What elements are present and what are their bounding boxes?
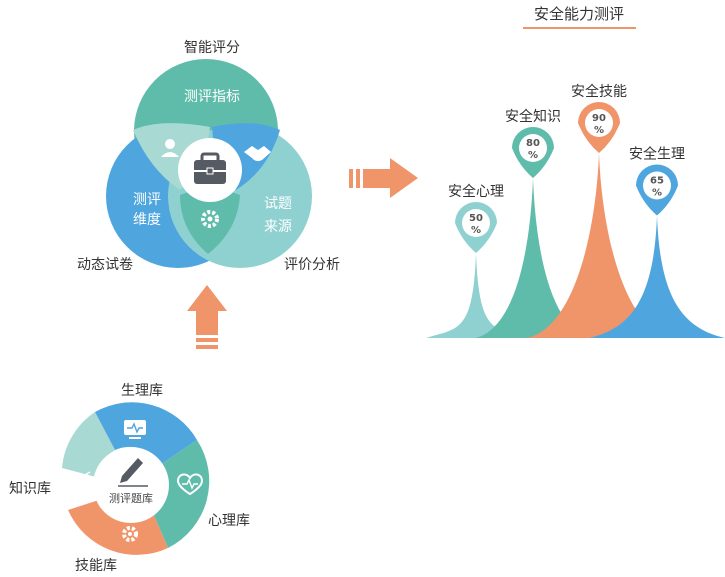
pin-unit: % xyxy=(652,188,662,199)
chart: 安全能力测评 50% 安全心理 80% 安全知识 90% 安全技能 65% 安全生理 xyxy=(426,5,725,338)
venn-left-outer-label: 动态试卷 xyxy=(77,257,133,273)
pin-1: 50% 安全心理 xyxy=(448,183,504,253)
category-label: 安全生理 xyxy=(629,146,685,163)
venn-top-label: 智能评分 xyxy=(184,40,240,56)
pencil-icon xyxy=(118,458,148,487)
pin-inner xyxy=(462,209,490,237)
pin-unit: % xyxy=(471,225,481,236)
category-label: 安全知识 xyxy=(505,108,561,125)
library-cycle: 测评题库 生理库 心理库 技能库 知识库 xyxy=(9,383,250,574)
user-icon xyxy=(161,139,179,157)
chart-title: 安全能力测评 xyxy=(534,5,624,23)
pin-3: 90% 安全技能 xyxy=(571,83,627,153)
peak-4 xyxy=(589,215,725,338)
library-label-skill: 技能库 xyxy=(75,558,117,574)
peak-1 xyxy=(426,253,526,338)
briefcase-icon xyxy=(194,152,226,184)
category-label: 安全技能 xyxy=(571,83,627,100)
library-label-physiology: 生理库 xyxy=(121,383,163,399)
peak-2 xyxy=(476,178,590,338)
pin-inner xyxy=(585,109,613,137)
library-segment-physiology xyxy=(95,402,197,465)
monitor-icon xyxy=(124,420,146,439)
pin-unit: % xyxy=(528,150,538,161)
pin-inner xyxy=(643,171,671,200)
arrow-up xyxy=(187,285,227,349)
library-label-psychology: 心理库 xyxy=(208,513,250,529)
library-hub xyxy=(93,447,169,523)
pin-2: 80% 安全知识 xyxy=(505,108,561,178)
pin-value: 90 xyxy=(592,113,606,124)
pin-inner xyxy=(519,134,547,162)
gear-icon xyxy=(201,210,219,228)
left-circle-label-1: 测评 xyxy=(133,192,161,208)
right-circle-label-1: 试题 xyxy=(264,196,292,212)
peak-3 xyxy=(527,153,671,338)
pin-unit: % xyxy=(594,125,604,136)
heart-icon xyxy=(176,473,204,496)
library-label-knowledge: 知识库 xyxy=(9,480,51,497)
library-hub-label: 测评题库 xyxy=(109,492,153,505)
pin-4: 65% 安全生理 xyxy=(629,146,685,216)
right-circle-label-2: 来源 xyxy=(264,219,292,235)
arrow-right xyxy=(349,158,418,198)
chart-peaks xyxy=(426,153,725,338)
book-icon xyxy=(65,471,91,495)
venn-right-outer-label: 评价分析 xyxy=(284,257,340,273)
category-label: 安全心理 xyxy=(448,183,504,200)
gear-icon xyxy=(122,526,138,542)
handshake-icon xyxy=(244,146,271,162)
left-circle-label-2: 维度 xyxy=(133,212,161,228)
library-segment-psychology xyxy=(150,440,210,548)
chart-pins: 50% 安全心理 80% 安全知识 90% 安全技能 65% 安全生理 xyxy=(448,83,685,253)
pin-value: 50 xyxy=(469,213,483,224)
pin-value: 80 xyxy=(526,138,540,149)
pin-value: 65 xyxy=(650,176,664,187)
top-circle-label: 测评指标 xyxy=(184,89,240,105)
venn-diagram: 智能评分 测评指标 测评 维度 试题 来源 动态试卷 评价分析 xyxy=(77,40,340,273)
